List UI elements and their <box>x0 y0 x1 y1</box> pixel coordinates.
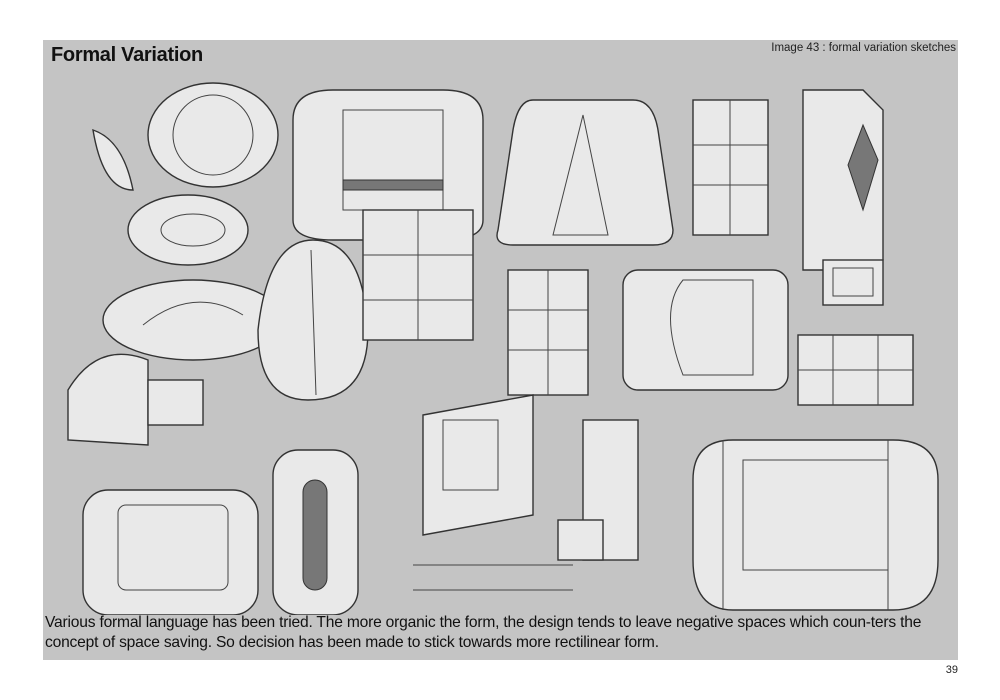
sketch-rounded-box <box>82 489 259 615</box>
sketch-large-rounded-bed <box>692 439 939 611</box>
sketch-tent-form <box>496 99 674 246</box>
page-title: Formal Variation <box>51 44 203 66</box>
sketch-hex-tower <box>802 89 884 271</box>
sketch-stacked-boxes <box>507 269 589 396</box>
sketch-pebble-1 <box>127 194 249 266</box>
sketch-pebble-2 <box>102 279 284 361</box>
sketch-shelf-frame <box>692 99 769 236</box>
sketch-tv-unit <box>797 259 914 406</box>
sketch-organic-side <box>92 128 134 191</box>
sketch-cutout-cabinet <box>622 269 789 391</box>
sketch-capsule-block <box>272 449 359 615</box>
sketch-egg <box>257 239 369 401</box>
formal-variation-sketches <box>67 82 939 615</box>
sketch-dome-shelter <box>67 353 204 446</box>
image-caption: Image 43 : formal variation sketches <box>771 42 956 54</box>
page-number: 39 <box>945 664 958 676</box>
body-text: Various formal language has been tried. … <box>45 614 922 651</box>
sketch-lego-furniture <box>413 394 639 591</box>
sketch-modular-units <box>362 209 474 341</box>
sketch-ring-seat <box>147 82 279 188</box>
